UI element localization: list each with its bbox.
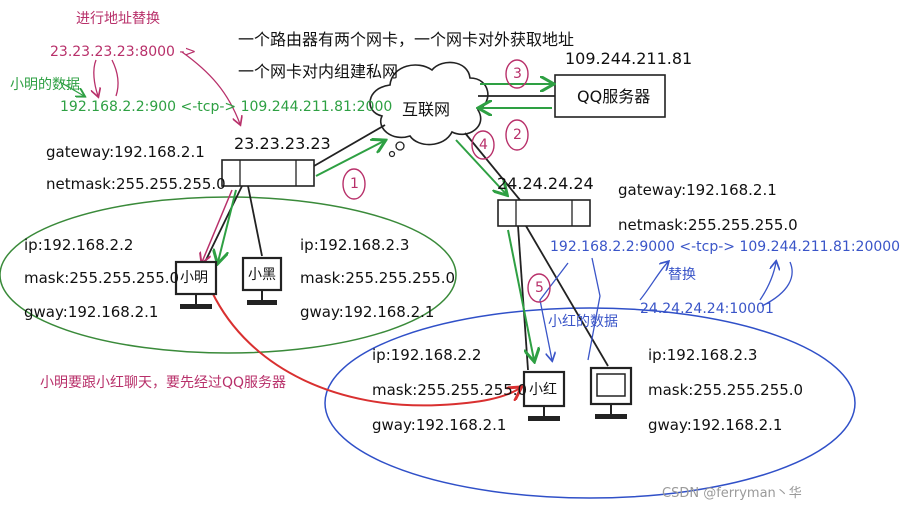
nat-left-mapping: 23.23.23.23:8000 ->: [50, 44, 197, 60]
pc-right-2: [589, 366, 633, 419]
left-lan-ellipse: [0, 196, 457, 354]
left-pc1-gway: gway:192.168.2.1: [24, 303, 159, 321]
right-router-public-ip: 24.24.24.24: [497, 174, 594, 193]
internet-cloud: [369, 61, 489, 146]
right-pc1-mask: mask:255.255.255.0: [372, 381, 528, 399]
conn-left-tuple: 192.168.2.2:900 <-tcp-> 109.244.211.81:2…: [60, 99, 393, 115]
left-router: [221, 159, 315, 187]
right-pc2-mask: mask:255.255.255.0: [648, 381, 804, 399]
internet-label: 互联网: [402, 100, 451, 119]
step-3-label: 3: [513, 66, 522, 82]
pc-xiaohong-name: 小红: [529, 382, 557, 398]
qq-server-ip: 109.244.211.81: [565, 49, 693, 68]
cloud-bubble: [395, 141, 405, 151]
right-lan-ellipse: [324, 307, 856, 499]
step-4-circle: [471, 130, 495, 160]
watermark: CSDN @ferryman丶华: [662, 486, 802, 501]
nat-right-mapping: 24.24.24.24:10001: [640, 301, 774, 317]
right-router: [497, 199, 591, 227]
right-pc2-gway: gway:192.168.2.1: [648, 416, 783, 434]
right-router-netmask: netmask:255.255.255.0: [618, 216, 798, 234]
replace-right-note: 替换: [668, 267, 696, 283]
conn-right-tuple: 192.168.2.2:9000 <-tcp-> 109.244.211.81:…: [550, 239, 900, 255]
step-3-circle: [505, 59, 529, 89]
pc-xiaoming-name: 小明: [180, 270, 208, 286]
step-2-circle: [505, 119, 529, 151]
pc-xiaohei-name: 小黑: [248, 267, 276, 283]
step-5-label: 5: [535, 280, 544, 296]
pc-xiaohei: [241, 256, 283, 305]
qq-server-label: QQ服务器: [577, 87, 651, 106]
left-router-gateway: gateway:192.168.2.1: [46, 143, 205, 161]
qq-server-box: [554, 74, 666, 118]
title-line-1: 一个路由器有两个网卡，一个网卡对外获取地址: [238, 30, 575, 49]
chat-note: 小明要跟小红聊天，要先经过QQ服务器: [40, 375, 287, 391]
step-1-label: 1: [350, 176, 359, 192]
step-5-circle: [527, 273, 551, 303]
xiaoming-data-note: 小明的数据: [10, 77, 80, 93]
step-1-circle: [342, 168, 366, 200]
left-router-public-ip: 23.23.23.23: [234, 134, 331, 153]
left-pc2-mask: mask:255.255.255.0: [300, 269, 456, 287]
xiaohong-data-note: 小红的数据: [548, 314, 618, 330]
right-router-gateway: gateway:192.168.2.1: [618, 181, 777, 199]
right-pc1-ip: ip:192.168.2.2: [372, 346, 482, 364]
diagram-graphics: [0, 51, 856, 499]
right-pc1-gway: gway:192.168.2.1: [372, 416, 507, 434]
left-pc2-gway: gway:192.168.2.1: [300, 303, 435, 321]
title-line-2: 一个网卡对内组建私网: [238, 62, 399, 81]
right-pc2-ip: ip:192.168.2.3: [648, 346, 758, 364]
replace-left-note: 进行地址替换: [76, 11, 160, 27]
left-pc2-ip: ip:192.168.2.3: [300, 236, 410, 254]
left-pc1-ip: ip:192.168.2.2: [24, 236, 134, 254]
cloud-bubble: [388, 150, 396, 158]
left-pc1-mask: mask:255.255.255.0: [24, 269, 180, 287]
step-4-label: 4: [479, 137, 488, 153]
network-diagram: 一个路由器有两个网卡，一个网卡对外获取地址 一个网卡对内组建私网 互联网 109…: [0, 11, 900, 501]
chat-path: [211, 291, 520, 407]
pc-xiaoming: [174, 260, 218, 309]
left-router-netmask: netmask:255.255.255.0: [46, 175, 226, 193]
pc-xiaohong: [522, 370, 566, 421]
step-2-label: 2: [513, 127, 522, 143]
